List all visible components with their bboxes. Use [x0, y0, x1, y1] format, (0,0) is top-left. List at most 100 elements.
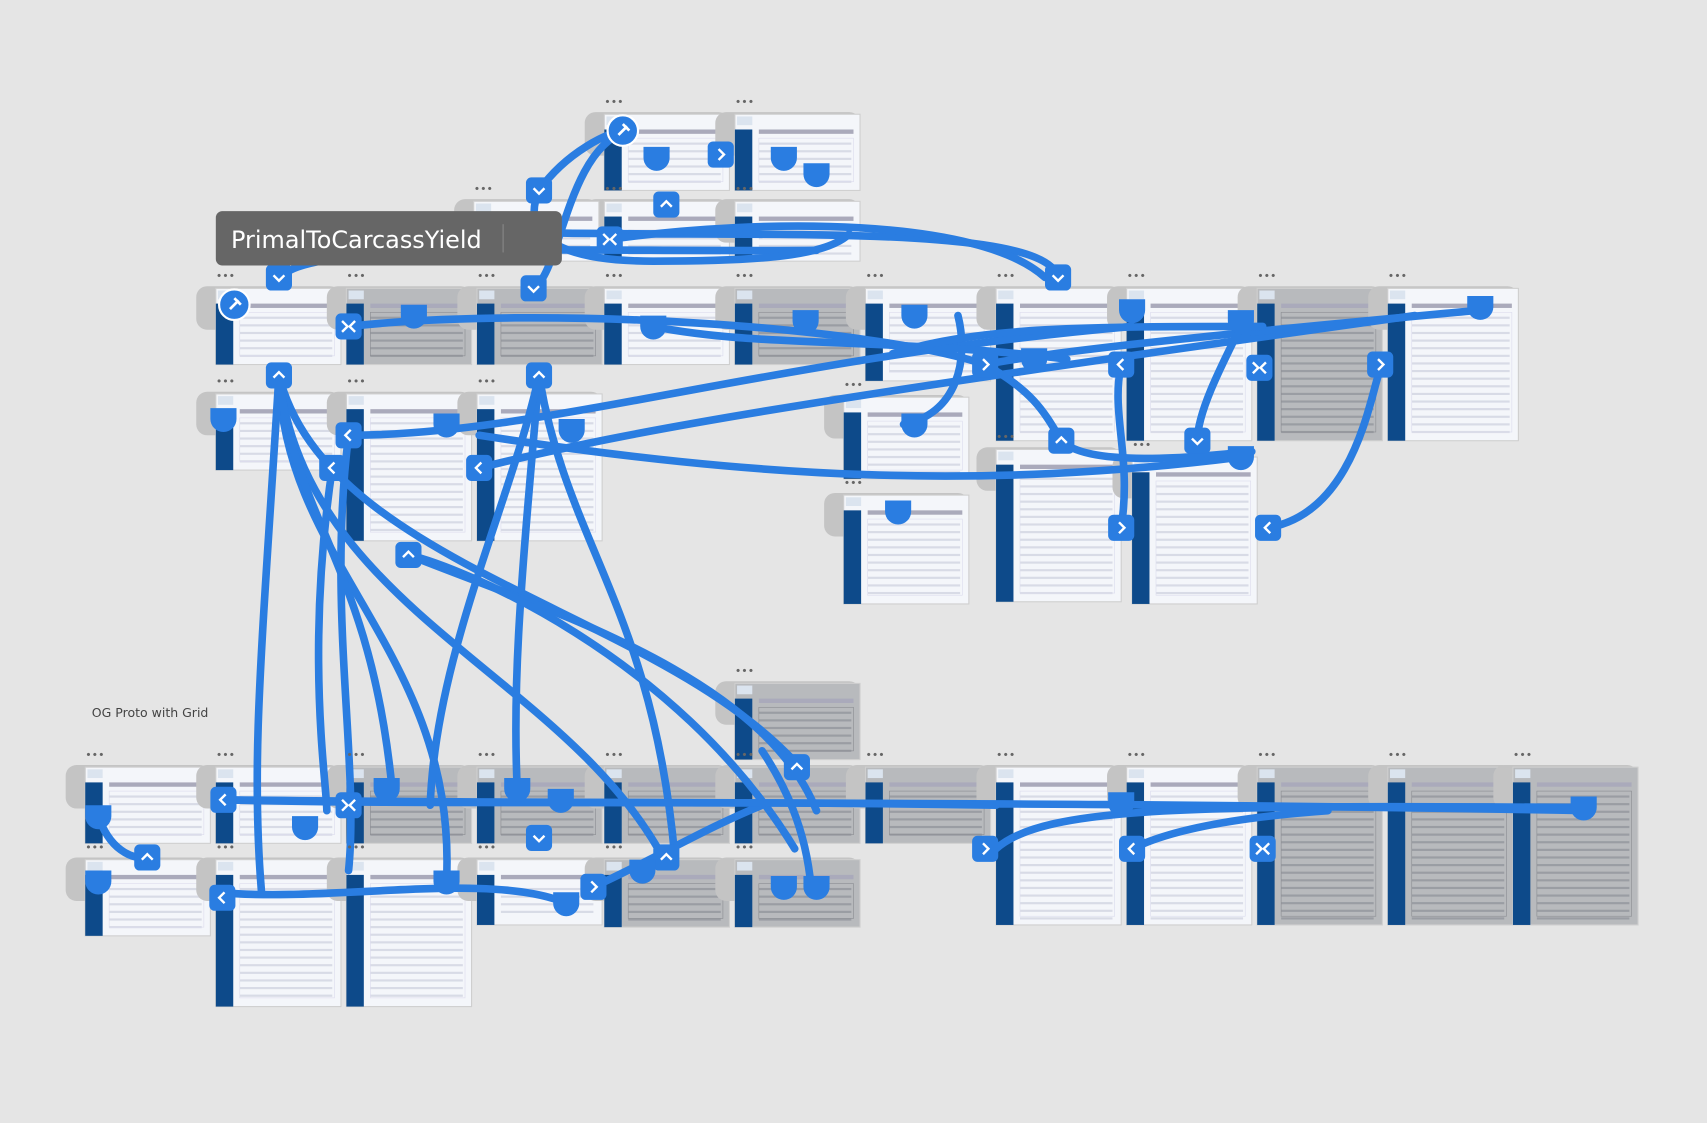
more-icon[interactable]: ••• — [1388, 270, 1407, 283]
more-icon[interactable]: ••• — [735, 665, 754, 678]
more-icon[interactable]: ••• — [865, 748, 884, 761]
more-icon[interactable]: ••• — [1132, 438, 1151, 451]
more-icon[interactable]: ••• — [604, 96, 623, 109]
chevron-up-icon[interactable] — [134, 844, 161, 871]
hotspot-marker[interactable] — [770, 146, 797, 171]
collapse-icon[interactable] — [335, 792, 362, 819]
flow-name[interactable]: PrimalToCarcassYield — [231, 226, 482, 254]
hotspot-marker[interactable] — [1021, 348, 1048, 373]
collapse-icon[interactable] — [335, 313, 362, 340]
hotspot-marker[interactable] — [433, 413, 460, 438]
connector-line[interactable] — [888, 322, 1267, 358]
chevron-up-icon[interactable] — [265, 362, 292, 389]
hotspot-marker[interactable] — [1227, 310, 1254, 335]
more-icon[interactable]: ••• — [1513, 748, 1532, 761]
connector-line[interactable] — [589, 801, 766, 891]
hotspot-marker[interactable] — [803, 875, 830, 900]
more-icon[interactable]: ••• — [996, 270, 1015, 283]
connector-line[interactable] — [253, 371, 283, 897]
more-icon[interactable]: ••• — [844, 476, 863, 489]
more-icon[interactable]: ••• — [477, 841, 496, 854]
more-icon[interactable]: ••• — [604, 270, 623, 283]
collapse-icon[interactable] — [596, 226, 623, 253]
more-icon[interactable]: ••• — [996, 431, 1015, 444]
hotspot-marker[interactable] — [803, 163, 830, 188]
connector-line[interactable] — [314, 464, 337, 815]
artboard[interactable] — [1237, 764, 1383, 926]
hotspot-marker[interactable] — [373, 778, 400, 802]
hotspot-marker[interactable] — [1467, 295, 1494, 320]
hotspot-marker[interactable] — [770, 875, 797, 900]
connector-line[interactable] — [1114, 360, 1129, 532]
hotspot-marker[interactable] — [1570, 796, 1597, 821]
connector-line[interactable] — [512, 371, 543, 793]
flow-start-label[interactable]: PrimalToCarcassYield — [215, 211, 562, 266]
connector-line[interactable] — [214, 884, 571, 907]
more-icon[interactable]: ••• — [216, 270, 235, 283]
hotspot-marker[interactable] — [553, 892, 580, 917]
artboard[interactable] — [1368, 764, 1514, 926]
hotspot-marker[interactable] — [400, 304, 427, 329]
chevron-left-icon[interactable] — [466, 454, 493, 481]
more-icon[interactable]: ••• — [477, 748, 496, 761]
chevron-left-icon[interactable] — [335, 422, 362, 449]
chevron-up-icon[interactable] — [783, 754, 810, 781]
connector-line[interactable] — [758, 747, 815, 891]
more-icon[interactable]: ••• — [735, 183, 754, 196]
hotspot-marker[interactable] — [292, 816, 319, 841]
hotspot-marker[interactable] — [901, 413, 928, 438]
hotspot-marker[interactable] — [433, 870, 460, 895]
more-icon[interactable]: ••• — [735, 841, 754, 854]
chevron-right-icon[interactable] — [972, 351, 999, 378]
hotspot-marker[interactable] — [85, 805, 112, 830]
artboard[interactable] — [584, 857, 730, 928]
more-icon[interactable]: ••• — [1257, 748, 1276, 761]
more-icon[interactable]: ••• — [346, 841, 365, 854]
chevron-down-icon[interactable] — [525, 177, 553, 204]
more-icon[interactable]: ••• — [474, 183, 493, 196]
more-icon[interactable]: ••• — [1127, 748, 1146, 761]
more-icon[interactable]: ••• — [604, 748, 623, 761]
chevron-right-icon[interactable] — [972, 835, 999, 862]
more-icon[interactable]: ••• — [346, 748, 365, 761]
chevron-left-icon[interactable] — [1255, 514, 1282, 541]
artboard[interactable] — [1237, 286, 1383, 442]
more-icon[interactable]: ••• — [1388, 748, 1407, 761]
more-icon[interactable]: ••• — [346, 375, 365, 388]
chevron-right-icon[interactable] — [580, 873, 607, 900]
more-icon[interactable]: ••• — [735, 96, 754, 109]
hotspot-marker[interactable] — [1108, 792, 1135, 817]
connector-line[interactable] — [344, 322, 1136, 440]
more-icon[interactable]: ••• — [996, 748, 1015, 761]
collapse-icon[interactable] — [1246, 354, 1273, 381]
chevron-up-icon[interactable] — [653, 844, 680, 871]
artboard[interactable] — [1493, 764, 1639, 926]
connector-line[interactable] — [475, 431, 1245, 480]
chevron-left-icon[interactable] — [319, 454, 346, 481]
artboard[interactable] — [824, 492, 970, 605]
chevron-left-icon[interactable] — [210, 786, 237, 813]
chevron-down-icon[interactable] — [1184, 427, 1211, 454]
hotspot-marker[interactable] — [640, 315, 667, 340]
artboard[interactable] — [715, 681, 861, 761]
chevron-right-icon[interactable] — [1367, 351, 1394, 378]
chevron-left-icon[interactable] — [1108, 351, 1135, 378]
connector-line[interactable] — [1128, 806, 1332, 853]
connector-line[interactable] — [404, 551, 799, 853]
more-icon[interactable]: ••• — [216, 375, 235, 388]
more-icon[interactable]: ••• — [216, 748, 235, 761]
chevron-left-icon[interactable] — [209, 884, 236, 911]
hotspot-marker[interactable] — [643, 146, 670, 171]
artboard[interactable] — [824, 395, 970, 480]
more-icon[interactable]: ••• — [735, 748, 754, 761]
chevron-up-icon[interactable] — [653, 191, 680, 218]
hotspot-marker[interactable] — [504, 778, 531, 802]
connector-line[interactable] — [605, 222, 1049, 282]
chevron-up-icon[interactable] — [395, 541, 422, 569]
collapse-icon[interactable] — [1249, 835, 1276, 862]
connector-line[interactable] — [535, 371, 679, 864]
artboard[interactable] — [196, 857, 342, 1008]
artboard[interactable] — [326, 391, 473, 542]
more-icon[interactable]: ••• — [85, 841, 104, 854]
